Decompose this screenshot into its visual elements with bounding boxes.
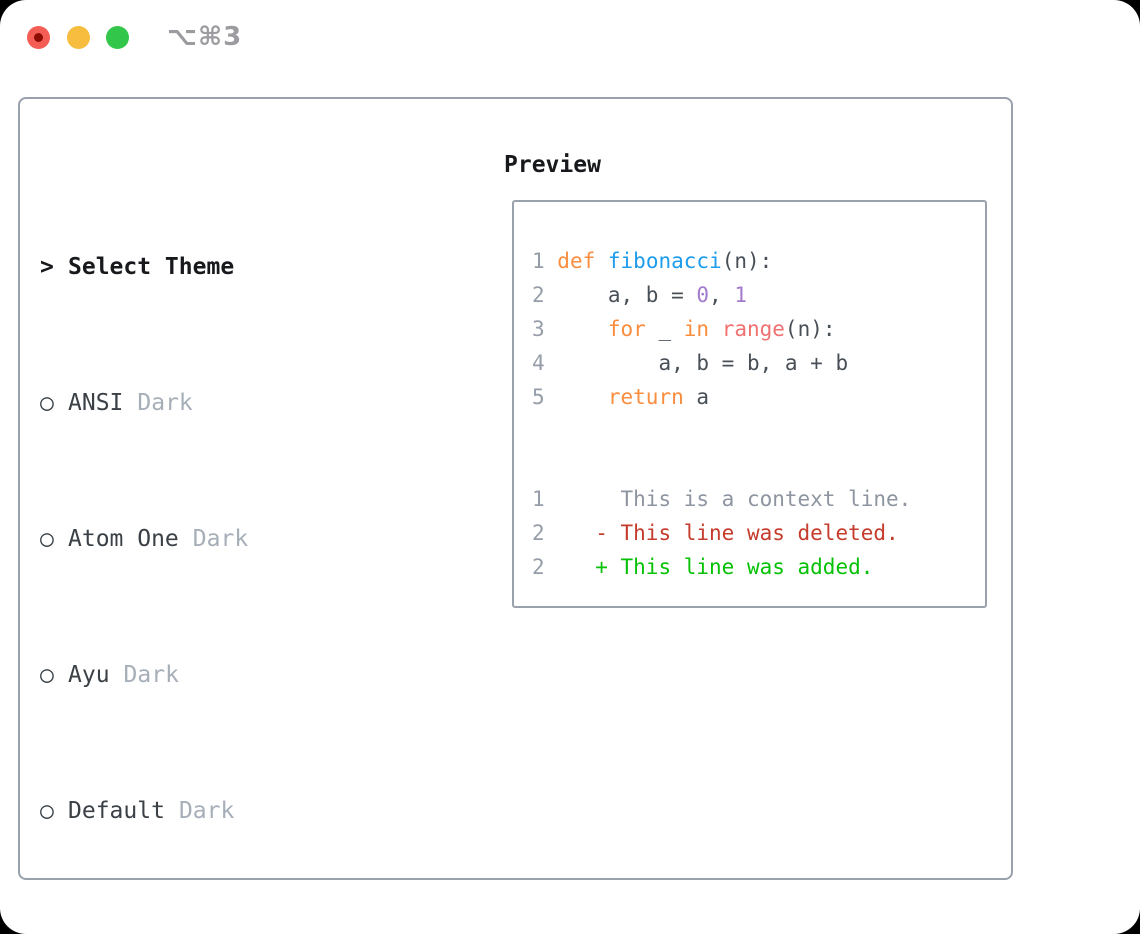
code-line: 4 a, b = b, a + b (532, 351, 849, 375)
code-line: 5 return a (532, 385, 710, 409)
radio-unselected-icon: ○ (40, 798, 54, 824)
code-line: 2 a, b = 0, 1 (532, 283, 747, 307)
close-button[interactable] (27, 26, 50, 49)
window-title-shortcut: ⌥⌘3 (167, 22, 243, 52)
theme-name: Ayu (68, 662, 110, 688)
minimize-button[interactable] (67, 26, 90, 49)
code-line (532, 448, 985, 482)
radio-unselected-icon: ○ (40, 662, 54, 688)
code-line (532, 414, 985, 448)
theme-name: ANSI (68, 390, 124, 416)
theme-name: Default (68, 798, 165, 824)
select-theme-header: > Select Theme (40, 250, 428, 284)
code-line: 2 + This line was added. (532, 555, 874, 579)
select-theme-header-label: Select Theme (68, 254, 235, 280)
theme-item-atom-one-dark[interactable]: ○ Atom One Dark (40, 522, 428, 556)
code-line: 1 def fibonacci(n): (532, 249, 773, 273)
radio-unselected-icon: ○ (40, 526, 54, 552)
code-preview: 1 def fibonacci(n): 2 a, b = 0, 1 3 for _ … (514, 202, 985, 584)
theme-item-default-dark[interactable]: ○ Default Dark (40, 794, 428, 828)
zoom-button[interactable] (106, 26, 129, 49)
theme-variant: Dark (178, 798, 235, 824)
cursor-icon: > (40, 254, 54, 280)
theme-variant: Dark (192, 526, 249, 552)
code-line: 1 This is a context line. (532, 487, 912, 511)
theme-item-ayu-dark[interactable]: ○ Ayu Dark (40, 658, 428, 692)
radio-unselected-icon: ○ (40, 930, 68, 934)
theme-item-ansi-dark[interactable]: ○ ANSI Dark (40, 386, 428, 420)
preview-header: Preview (504, 152, 601, 178)
code-line: 2 - This line was deleted. (532, 521, 899, 545)
theme-name: Atom One (68, 526, 179, 552)
radio-unselected-icon: ○ (40, 390, 54, 416)
theme-variant: Dark (123, 662, 179, 688)
theme-item-dracula-dark[interactable]: ○DraculaDark (40, 930, 428, 934)
theme-variant: Dark (137, 390, 193, 416)
titlebar: ⌥⌘3 (0, 0, 1140, 74)
preview-box: 1 def fibonacci(n): 2 a, b = 0, 1 3 for _ … (512, 200, 987, 608)
code-line: 3 for _ in range(n): (532, 317, 836, 341)
